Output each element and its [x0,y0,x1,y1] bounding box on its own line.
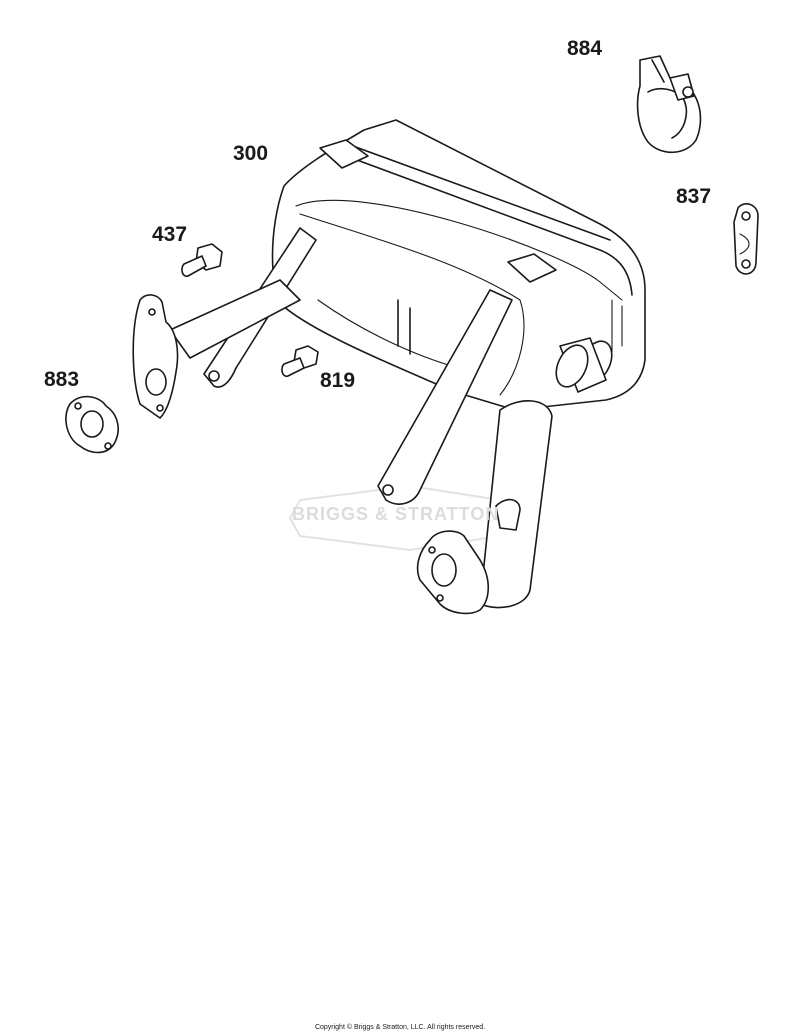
copyright-notice: Copyright © Briggs & Stratton, LLC. All … [314,1024,486,1031]
clamp-part [636,55,702,154]
muffler-part [132,119,646,615]
lock-plate-part [733,203,759,275]
part-number-837[interactable]: 837 [676,185,712,208]
part-number-883[interactable]: 883 [44,368,80,391]
part-number-300[interactable]: 300 [233,142,269,165]
bolt-upper-part [181,243,223,278]
part-number-819[interactable]: 819 [320,369,356,392]
part-number-437[interactable]: 437 [152,223,188,246]
gasket-part [65,395,119,454]
watermark-text: BRIGGS & STRATTON [292,504,500,524]
bolt-lower-part [281,345,319,378]
part-number-884[interactable]: 884 [567,37,603,60]
